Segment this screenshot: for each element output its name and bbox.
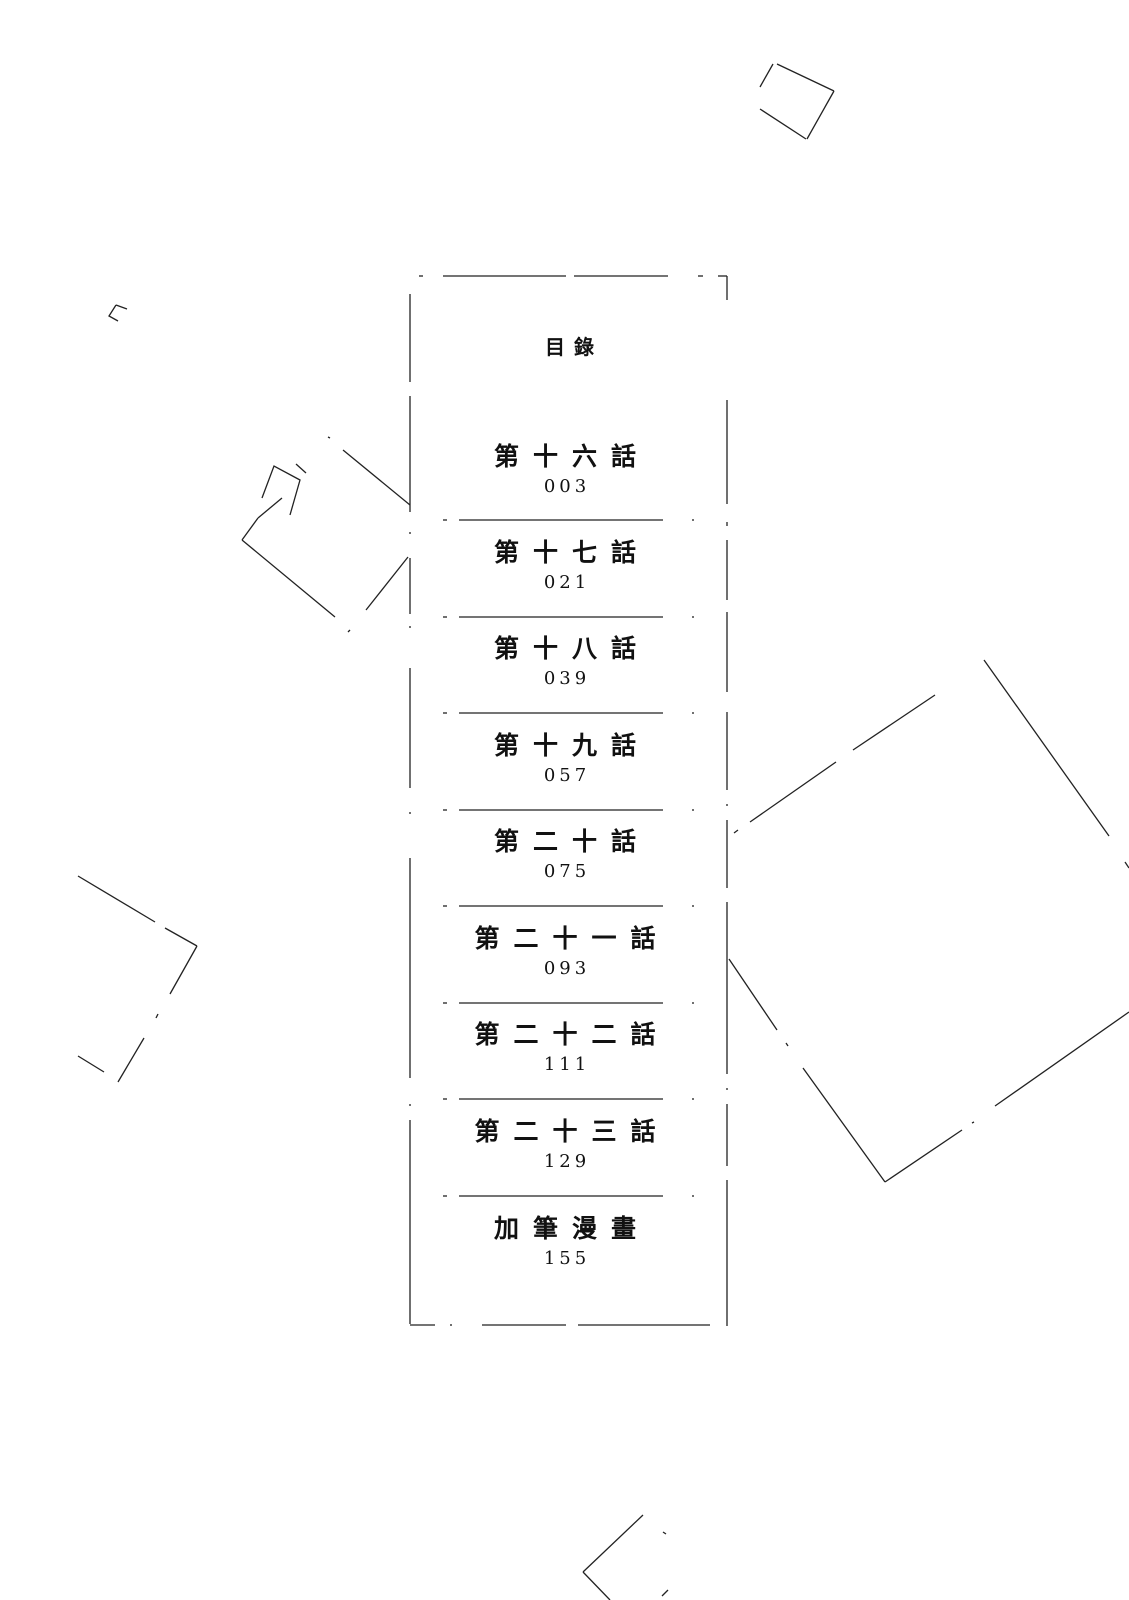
entry-title: 第二十話 xyxy=(493,827,650,856)
entry-page-number: 003 xyxy=(543,476,591,497)
entry-page-number: 155 xyxy=(543,1248,591,1269)
toc-entry-23[interactable]: 第二十三話 129 xyxy=(410,1117,720,1173)
toc-entry-22[interactable]: 第二十二話 111 xyxy=(410,1020,720,1076)
entry-page-number: 075 xyxy=(543,861,591,882)
decorative-bracket-left xyxy=(77,875,198,1083)
entry-page-number: 093 xyxy=(543,958,591,979)
entry-title: 第二十一話 xyxy=(474,924,670,953)
toc-entry-19[interactable]: 第十九話 057 xyxy=(410,731,720,787)
decorative-square-left xyxy=(241,436,411,633)
toc-entry-17[interactable]: 第十七話 021 xyxy=(410,538,720,594)
entry-title: 第十六話 xyxy=(493,442,650,471)
entry-title: 加筆漫畫 xyxy=(493,1214,650,1243)
entry-page-number: 021 xyxy=(543,572,591,593)
entry-title: 第十九話 xyxy=(493,731,650,760)
toc-entry-16[interactable]: 第十六話 003 xyxy=(410,442,720,498)
decorative-corner-bottom xyxy=(582,1514,669,1600)
entry-title: 第十七話 xyxy=(493,538,650,567)
toc-title: 目錄 xyxy=(545,335,603,359)
entry-page-number: 039 xyxy=(543,668,591,689)
toc-entry-bonus-manga[interactable]: 加筆漫畫 155 xyxy=(410,1214,720,1270)
entry-page-number: 111 xyxy=(543,1054,591,1075)
toc-entry-21[interactable]: 第二十一話 093 xyxy=(410,924,720,980)
decorative-bracket-small xyxy=(108,304,128,322)
toc-entry-20[interactable]: 第二十話 075 xyxy=(410,827,720,883)
entry-title: 第二十二話 xyxy=(474,1020,670,1049)
toc-frame xyxy=(409,275,728,1326)
entry-page-number: 057 xyxy=(543,765,591,786)
toc-entry-18[interactable]: 第十八話 039 xyxy=(410,634,720,690)
decorative-square-right xyxy=(728,659,1129,1183)
entry-title: 第十八話 xyxy=(493,634,650,663)
decorative-square-top xyxy=(759,63,835,140)
entry-page-number: 129 xyxy=(543,1151,591,1172)
entry-title: 第二十三話 xyxy=(474,1117,670,1146)
